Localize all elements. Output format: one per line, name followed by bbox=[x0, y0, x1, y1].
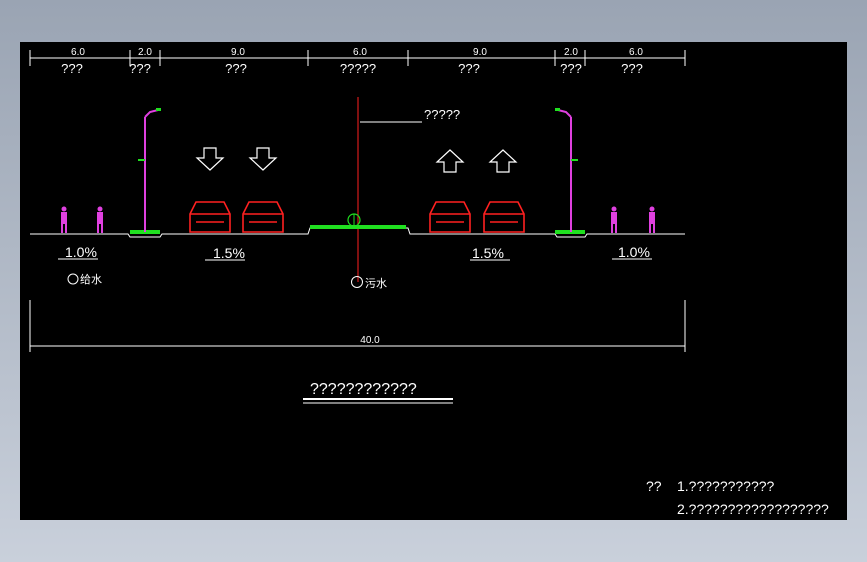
slope-right-walk: 1.0% bbox=[618, 244, 650, 260]
car-icon bbox=[429, 201, 471, 233]
dim-value: 6.0 bbox=[629, 47, 643, 58]
notes-line-1: 1.??????????? bbox=[677, 478, 775, 494]
car-icon bbox=[483, 201, 525, 233]
notes-heading: ?? bbox=[646, 478, 662, 494]
cross-section-drawing: 6.0 2.0 9.0 6.0 9.0 2.0 6.0 ??? ??? ??? … bbox=[29, 47, 829, 517]
centerline-label: ????? bbox=[424, 107, 460, 122]
arrow-down-icon bbox=[248, 147, 278, 171]
top-dimension-ticks bbox=[29, 50, 686, 66]
dim-label: ??? bbox=[458, 61, 480, 76]
pedestrian-icon bbox=[611, 206, 617, 233]
dim-value: 9.0 bbox=[473, 47, 487, 58]
pedestrian-icon bbox=[97, 206, 103, 233]
pedestrian-icon bbox=[649, 206, 655, 233]
dim-value: 2.0 bbox=[138, 47, 152, 58]
dim-label: ????? bbox=[340, 61, 376, 76]
slope-right-road: 1.5% bbox=[472, 245, 504, 261]
sewage-pipe-label: 污水 bbox=[365, 277, 387, 290]
street-lamp-icon bbox=[138, 108, 161, 232]
top-dimension-values: 6.0 2.0 9.0 6.0 9.0 2.0 6.0 bbox=[71, 47, 643, 58]
dim-label: ??? bbox=[621, 61, 643, 76]
dim-label: ??? bbox=[560, 61, 582, 76]
median-green-belt bbox=[310, 225, 406, 229]
slope-left-walk: 1.0% bbox=[65, 244, 97, 260]
water-pipe-icon bbox=[67, 273, 79, 285]
arrow-up-icon bbox=[488, 149, 518, 173]
median-shrub-icon bbox=[347, 213, 361, 227]
total-width-value: 40.0 bbox=[360, 335, 380, 346]
slope-left-road: 1.5% bbox=[213, 245, 245, 261]
arrow-up-icon bbox=[435, 149, 465, 173]
dim-value: 2.0 bbox=[564, 47, 578, 58]
sewage-pipe-icon bbox=[351, 276, 363, 288]
pedestrian-icon bbox=[61, 206, 67, 233]
dim-value: 6.0 bbox=[353, 47, 367, 58]
dim-value: 9.0 bbox=[231, 47, 245, 58]
arrow-down-icon bbox=[195, 147, 225, 171]
water-pipe-label: 给水 bbox=[80, 273, 102, 286]
drawing-title: ???????????? bbox=[310, 381, 417, 398]
cad-canvas: 6.0 2.0 9.0 6.0 9.0 2.0 6.0 ??? ??? ??? … bbox=[20, 42, 847, 520]
dim-label: ??? bbox=[61, 61, 83, 76]
car-icon bbox=[242, 201, 284, 233]
car-icon bbox=[189, 201, 231, 233]
dim-label: ??? bbox=[225, 61, 247, 76]
dim-label: ??? bbox=[129, 61, 151, 76]
notes-line-2: 2.?????????????????? bbox=[677, 501, 829, 517]
dim-value: 6.0 bbox=[71, 47, 85, 58]
top-dimension-labels: ??? ??? ??? ????? ??? ??? ??? bbox=[61, 61, 643, 76]
street-lamp-icon bbox=[555, 108, 578, 232]
